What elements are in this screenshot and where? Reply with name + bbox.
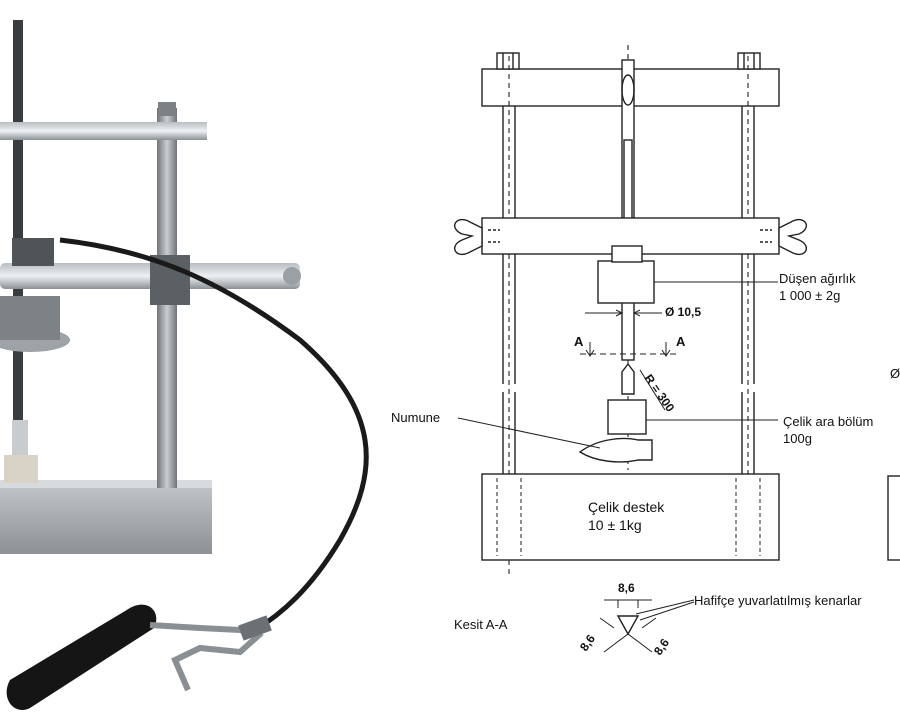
falling-weight-collar bbox=[611, 245, 643, 263]
steel-spacer-value: 100g bbox=[783, 431, 812, 446]
photo-trigger-sleeve bbox=[238, 615, 272, 641]
falling-weight-value: 1 000 ± 2g bbox=[779, 288, 840, 303]
photo-cable bbox=[59, 237, 369, 633]
dimension-right: 8,6 bbox=[651, 636, 672, 658]
technical-drawing bbox=[454, 45, 900, 653]
steel-base bbox=[481, 473, 780, 561]
hanger-eye bbox=[621, 74, 635, 106]
section-marker-right: A bbox=[676, 334, 686, 349]
photo-specimen bbox=[4, 455, 38, 483]
steel-base-label: Çelik destek bbox=[588, 499, 665, 515]
dimension-left: 8,6 bbox=[577, 632, 598, 654]
photo-weight-body bbox=[0, 296, 60, 340]
specimen bbox=[578, 437, 653, 463]
falling-weight-label: Düşen ağırlık bbox=[779, 271, 856, 286]
photo-striker bbox=[12, 420, 28, 460]
radius-label: R = 300 bbox=[642, 372, 678, 415]
photo-base-top bbox=[0, 480, 212, 488]
steel-base-value: 10 ± 1kg bbox=[588, 517, 642, 533]
diameter-label: Ø 10,5 bbox=[665, 305, 701, 319]
photo-top-crossbar bbox=[0, 122, 207, 140]
steel-spacer bbox=[607, 399, 647, 435]
cut-off-box bbox=[887, 475, 900, 561]
hex-nut-icon bbox=[737, 52, 761, 70]
section-profile bbox=[616, 615, 640, 636]
striker-tip bbox=[621, 362, 635, 395]
section-title: Kesit A-A bbox=[454, 617, 508, 632]
photo-handle bbox=[6, 604, 157, 710]
specimen-label: Numune bbox=[391, 410, 440, 425]
photo-right-rod-nut bbox=[158, 102, 176, 116]
photo-bar-end bbox=[283, 267, 301, 285]
photo-base-block bbox=[0, 482, 212, 554]
photo-top-block bbox=[12, 238, 54, 266]
rounded-edges-label: Hafifçe yuvarlatılmış kenarlar bbox=[694, 593, 862, 608]
section-marker-left: A bbox=[574, 334, 584, 349]
wing-nut-icon bbox=[778, 218, 807, 256]
dimension-top: 8,6 bbox=[618, 581, 635, 595]
steel-spacer-label: Çelik ara bölüm bbox=[783, 414, 873, 429]
photo-trigger-metal bbox=[149, 622, 264, 692]
hex-nut-icon bbox=[496, 52, 520, 70]
wing-nut-icon bbox=[454, 218, 483, 256]
cut-off-diameter-symbol: Ø bbox=[890, 366, 900, 381]
falling-weight bbox=[597, 260, 655, 304]
apparatus-photo bbox=[0, 20, 369, 710]
